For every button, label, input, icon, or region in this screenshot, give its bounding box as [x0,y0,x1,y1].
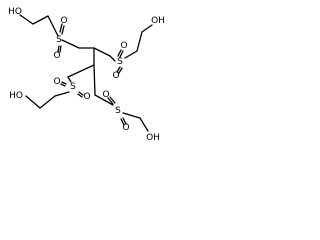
bond-s-o-bottom-right-2b [120,118,125,126]
atom-o-bottom-right-1: O [102,90,109,100]
bond-s-o-top-left-1 [59,23,63,33]
bond-lines [19,14,153,132]
molecule-structure: HO S O O OH S O O HO S O O OH S O O [8,7,165,143]
bond-s-o-top-left-2 [57,45,60,53]
atom-s-top-right: S [117,57,123,67]
bond-s-o-top-right-1b [119,50,124,58]
atom-o-top-right-1: O [120,41,127,51]
bond-s-o-left-2 [78,91,84,96]
bond-s-o-top-right-2 [116,66,121,73]
bond-s-o-bottom-right-1b [109,96,116,104]
bond-s-o-left-1b [60,83,66,87]
bond-c-oh-top-right [141,24,153,33]
bond-s-o-bottom-right-2 [122,117,127,125]
atom-o-top-right-2: O [112,71,119,81]
bond-s-c-top-right [124,50,138,59]
bond-c-s-top-right [109,55,116,62]
atom-labels: HO S O O OH S O O HO S O O OH S O O [8,7,165,143]
bond-central-c-left [67,64,95,78]
atom-s-left: S [70,82,76,92]
bond-s-o-bottom-right-1 [107,97,114,105]
bond-c-c-top-right [136,31,143,52]
bond-s-o-left-2b [77,93,83,98]
atom-o-left-2: O [83,92,90,102]
bond-c-s-top-left [47,15,59,37]
atom-o-top-left-1: O [60,16,67,26]
bond-c-oh-left [25,95,41,109]
bond-central-c-top-right [93,47,111,57]
bond-c-c-left [39,95,56,109]
bond-s-o-top-left-1b [61,25,65,35]
bond-central-c-bottom-right [93,64,96,96]
atom-o-top-left-2: O [53,51,60,61]
atom-o-left-1: O [53,77,60,87]
bond-s-o-top-left-2b [59,45,62,53]
atom-oh-top-left: HO [8,7,22,17]
atom-o-bottom-right-2: O [122,123,129,133]
bond-s-c-left [54,91,70,97]
bond-s-o-left-1 [61,81,67,85]
bond-s-c-top-left [61,39,80,49]
bond-s-o-top-right-2b [118,67,123,74]
atom-oh-top-right: OH [151,16,165,26]
bond-c-s-bottom-right [94,94,114,106]
atom-oh-left: HO [9,91,23,101]
atom-s-bottom-right: S [115,106,121,116]
atom-s-top-left: S [56,35,62,45]
bond-c-c-top-left [32,15,49,25]
bond-s-c-bottom-right [122,112,141,119]
atom-oh-bottom-right: OH [146,133,160,143]
bond-s-o-top-right-1 [117,49,122,57]
bond-c-oh-bottom-right [139,117,149,132]
bond-oh-c-top-left [19,14,34,25]
bond-c-s-left [67,76,72,83]
